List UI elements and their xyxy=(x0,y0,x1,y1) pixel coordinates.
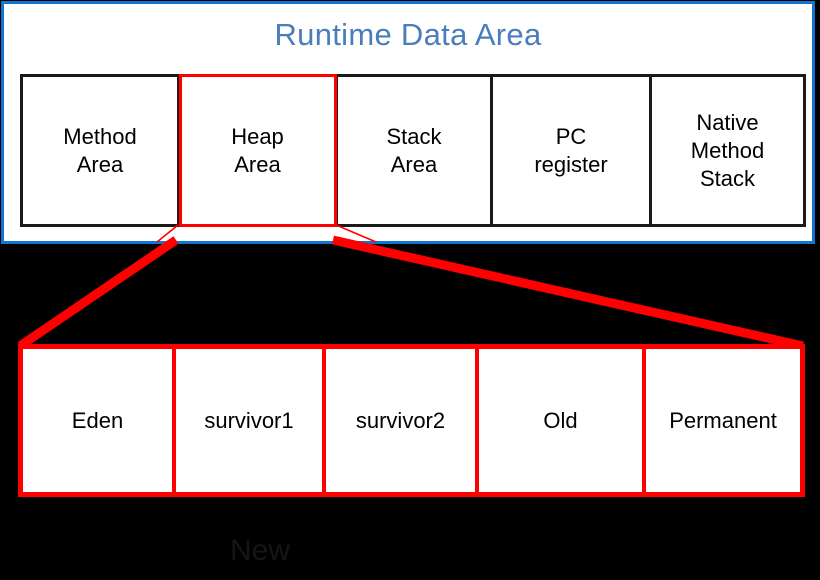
heap-generation-label: Eden xyxy=(71,407,124,433)
memory-area-row: Method Area Heap Area Stack Area PC xyxy=(20,74,806,227)
label-line-1: PC xyxy=(555,123,587,149)
heap-generation-old[interactable]: Old xyxy=(479,349,646,492)
label-line-2: register xyxy=(534,151,608,177)
heap-generation-label: Permanent xyxy=(669,407,777,433)
memory-area-label: Heap Area xyxy=(231,123,284,179)
label-line-1: Stack xyxy=(386,123,442,149)
label-line-3: Stack xyxy=(699,165,755,191)
heap-generation-label: survivor1 xyxy=(204,407,294,433)
label-line-1: Heap xyxy=(231,123,284,149)
memory-area-label: Native Method Stack xyxy=(691,109,764,193)
callout-line-right-upper xyxy=(335,224,377,243)
label-line-2: Area xyxy=(76,151,124,177)
page-title: Runtime Data Area xyxy=(274,17,542,52)
memory-area-method-area[interactable]: Method Area xyxy=(23,77,180,224)
memory-area-pc-register[interactable]: PC register xyxy=(493,77,652,224)
callout-line-left-upper xyxy=(156,224,179,243)
memory-area-label: Method Area xyxy=(63,123,136,179)
memory-area-label: PC register xyxy=(534,123,607,179)
callout-line-right-lower xyxy=(332,235,804,350)
runtime-data-area-panel: Runtime Data Area Method Area Heap Area … xyxy=(1,1,815,244)
memory-area-label: Stack Area xyxy=(386,123,441,179)
footer-caption: New xyxy=(229,534,290,567)
heap-generation-eden[interactable]: Eden xyxy=(23,349,176,492)
heap-generations-row: Eden survivor1 survivor2 Old Permanent xyxy=(18,344,805,497)
memory-area-native-method-stack[interactable]: Native Method Stack xyxy=(652,77,803,224)
heap-generation-label: Old xyxy=(543,407,578,433)
callout-line-left-lower xyxy=(17,236,179,350)
memory-area-stack-area[interactable]: Stack Area xyxy=(338,77,493,224)
heap-generation-label: survivor2 xyxy=(355,407,446,433)
heap-generation-survivor1[interactable]: survivor1 xyxy=(176,349,326,492)
label-line-1: Method xyxy=(63,123,137,149)
memory-area-heap-area[interactable]: Heap Area xyxy=(180,77,338,224)
label-line-2: Area xyxy=(234,151,281,177)
heap-generation-survivor2[interactable]: survivor2 xyxy=(326,349,479,492)
label-line-1: Native xyxy=(696,109,759,135)
label-line-2: Method xyxy=(690,137,765,163)
heap-generation-permanent[interactable]: Permanent xyxy=(646,349,800,492)
label-line-2: Area xyxy=(390,151,438,177)
